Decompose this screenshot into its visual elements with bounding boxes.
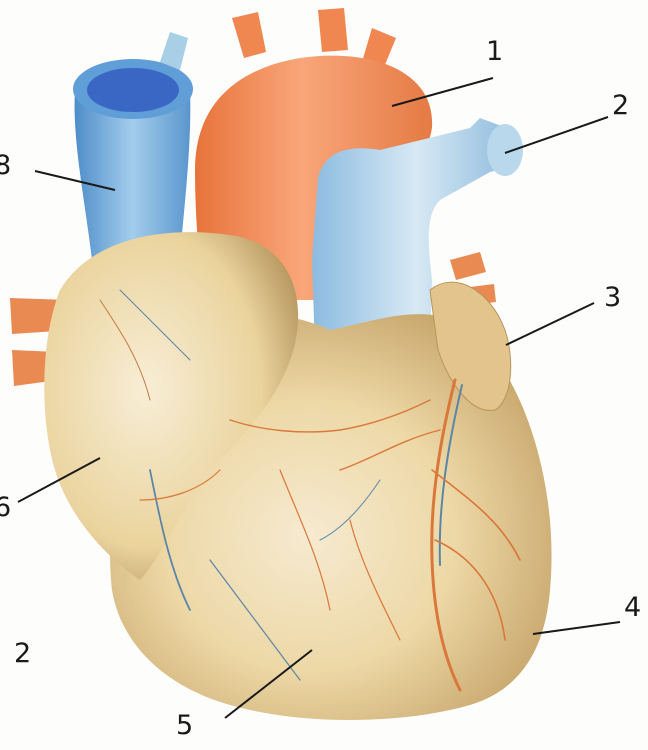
label-2b: 2	[14, 640, 31, 667]
label-6: 6	[0, 494, 11, 521]
label-4: 4	[624, 594, 641, 621]
label-3: 3	[604, 284, 621, 311]
label-8: 8	[0, 152, 11, 179]
superior-vena-cava	[73, 32, 193, 260]
label-5: 5	[176, 712, 193, 739]
label-2: 2	[612, 92, 629, 119]
label-1: 1	[486, 38, 503, 65]
